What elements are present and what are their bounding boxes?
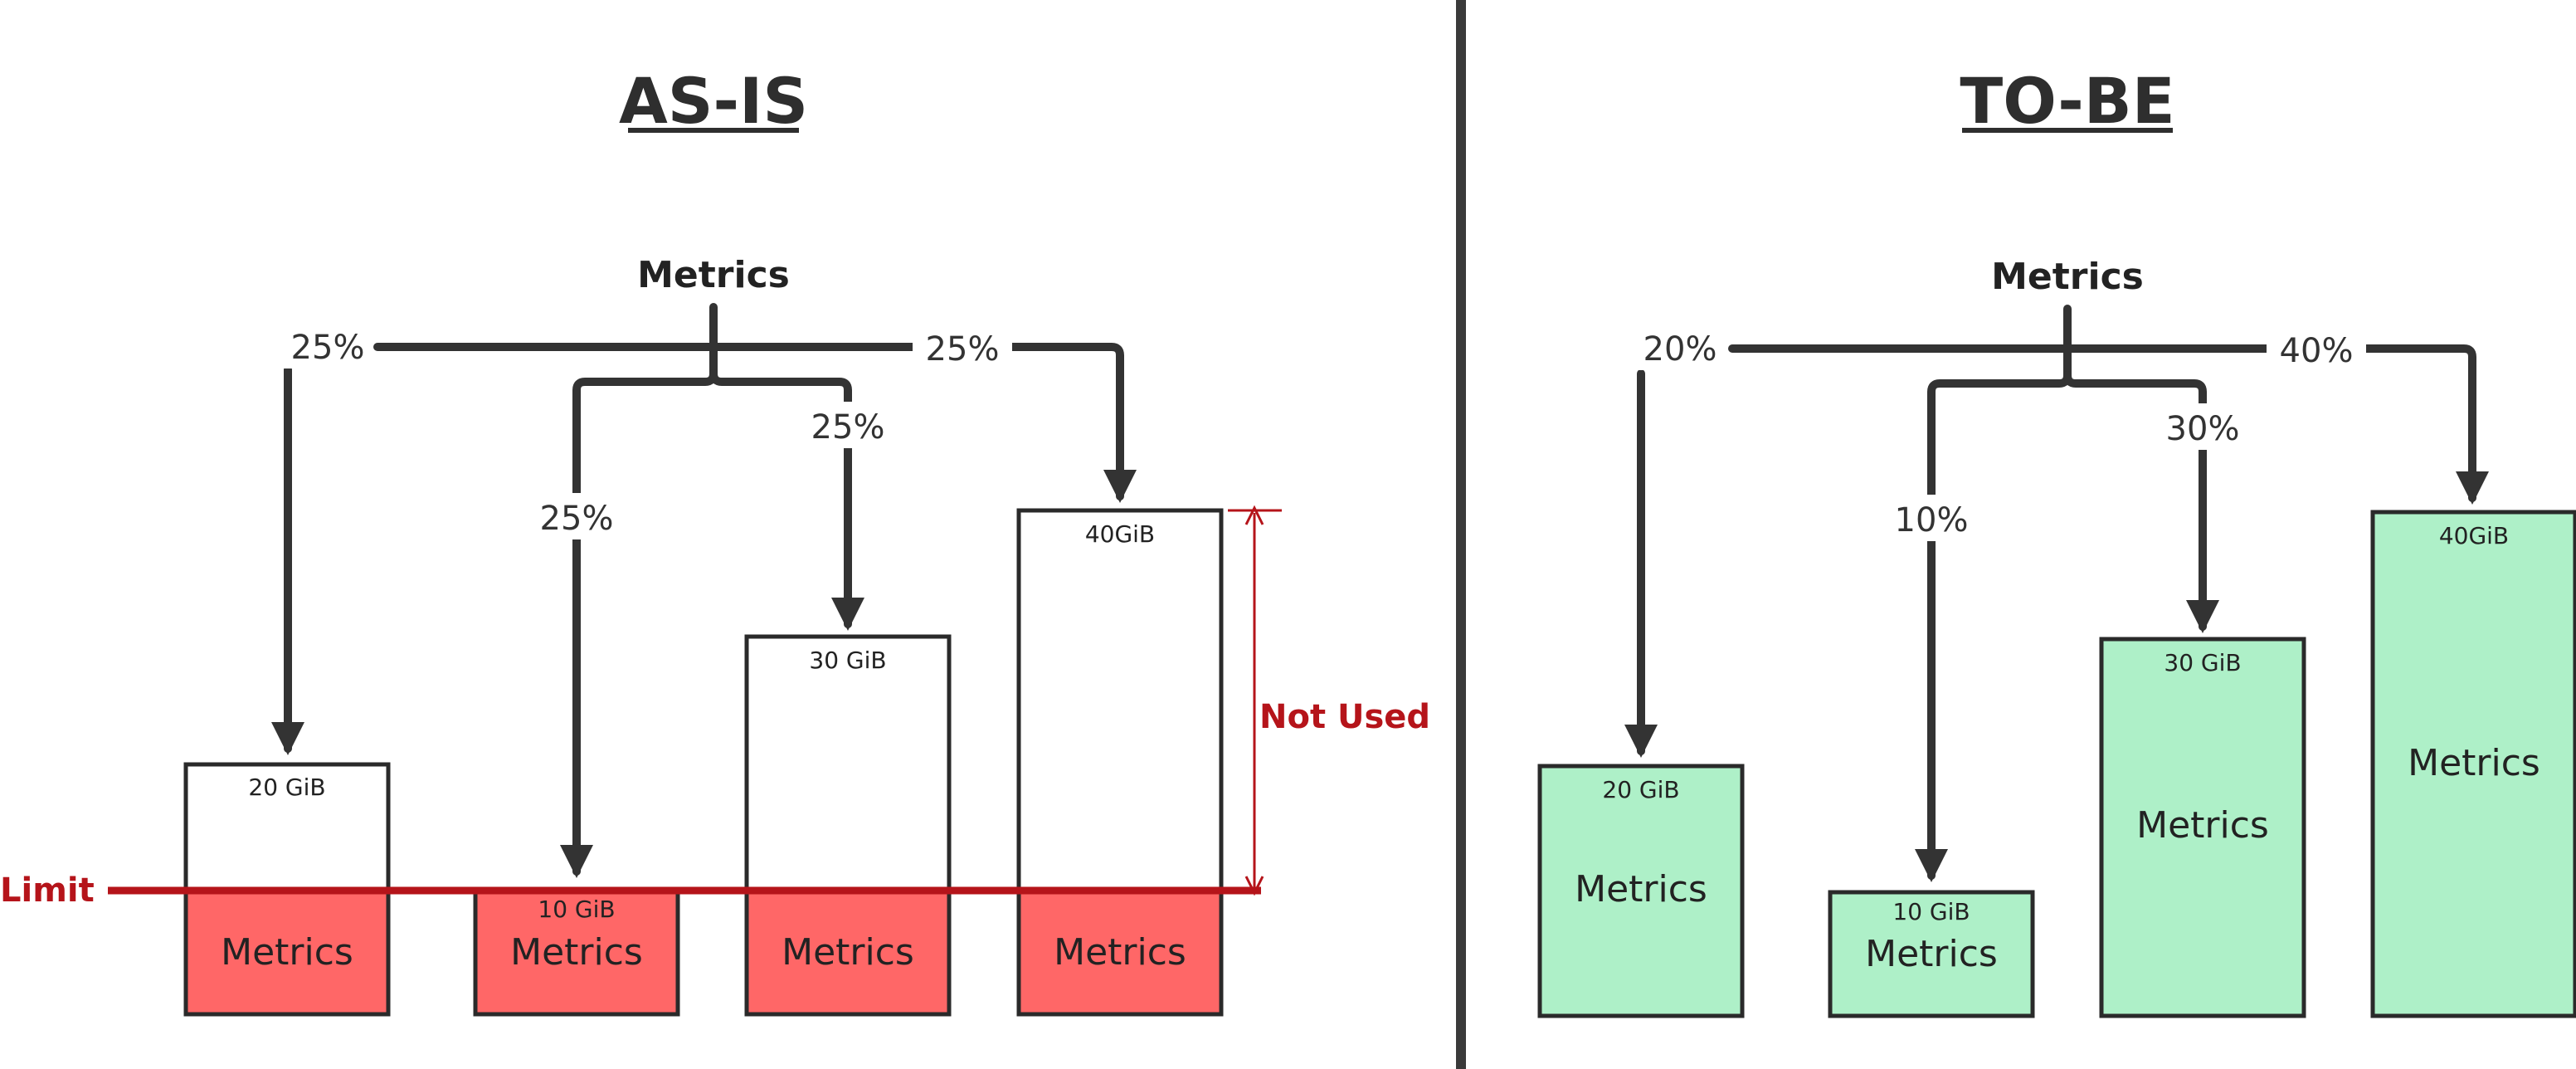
to-be-pct4-bg xyxy=(2267,325,2366,372)
to-be-root-label: Metrics xyxy=(1991,256,2144,298)
not-used-arrow-up xyxy=(1244,505,1264,525)
not-used-arrow-down xyxy=(1244,876,1264,896)
to-be-bar2-capacity-label: 10 GiB xyxy=(1892,898,1970,925)
to-be-pct-bar1: 20% xyxy=(1643,330,1717,369)
as-is-pct2-bg xyxy=(529,493,625,539)
as-is-branch-bar4 xyxy=(373,343,1137,503)
to-be-branch-bar3 xyxy=(2063,371,2219,633)
to-be-panel: TO-BE Metrics 20% 40% 30% 10% 20 GiB Met… xyxy=(1537,64,2576,1018)
to-be-bar4 xyxy=(2370,510,2576,1018)
not-used-label: Not Used xyxy=(1259,698,1430,736)
to-be-pct3-bg xyxy=(2155,403,2251,450)
to-be-bar1-usage-label: Metrics xyxy=(1575,868,1707,910)
to-be-pct-bar2: 10% xyxy=(1895,501,1969,539)
to-be-branch-bar2 xyxy=(1931,305,2072,876)
to-be-pct2-bg xyxy=(1883,495,1979,541)
as-is-bar4-usage-label: Metrics xyxy=(1054,931,1186,974)
to-be-bar1-capacity-label: 20 GiB xyxy=(1602,776,1679,803)
as-is-branch-bar2 xyxy=(577,303,718,871)
to-be-bar3-usage-label: Metrics xyxy=(2136,804,2269,847)
to-be-bar4-capacity-label: 40GiB xyxy=(2439,522,2509,549)
limit-label: Limit xyxy=(0,871,95,910)
as-is-bar2-usage-label: Metrics xyxy=(510,931,643,974)
as-is-bar3-usage xyxy=(744,887,952,1017)
to-be-title: TO-BE xyxy=(1960,64,2174,138)
to-be-bar2-usage-label: Metrics xyxy=(1865,933,1998,975)
to-be-pct-bar3: 30% xyxy=(2166,410,2240,448)
as-is-bar1-usage xyxy=(183,887,391,1017)
as-is-branch-bar3 xyxy=(709,369,864,631)
to-be-bar3 xyxy=(2099,637,2306,1018)
as-is-pct-bar3: 25% xyxy=(811,408,885,447)
as-is-bar1-capacity-label: 20 GiB xyxy=(248,774,325,801)
as-is-pct3-bg xyxy=(801,402,896,448)
to-be-bar1 xyxy=(1537,764,1745,1018)
as-is-root-label: Metrics xyxy=(637,254,790,296)
to-be-bar2 xyxy=(1828,890,2035,1018)
to-be-branch-bar4 xyxy=(1728,344,2489,505)
as-is-bar3-capacity-label: 30 GiB xyxy=(809,647,886,674)
as-is-bar1-usage-label: Metrics xyxy=(221,931,353,974)
as-is-pct1-bg xyxy=(282,322,373,369)
as-is-title: AS-IS xyxy=(619,64,808,138)
as-is-bar2-usage xyxy=(473,887,680,1017)
as-is-panel: AS-IS Metrics 25% 25% 25% 25% 20 GiB Met… xyxy=(0,64,1430,1017)
as-is-pct-bar2: 25% xyxy=(540,500,614,538)
as-is-pct4-bg xyxy=(913,324,1012,370)
as-is-pct-bar1: 25% xyxy=(291,329,365,367)
to-be-pct1-bg xyxy=(1630,324,1726,370)
to-be-pct-bar4: 40% xyxy=(2280,332,2354,370)
as-is-bar2-capacity-label: 10 GiB xyxy=(538,896,615,923)
to-be-bar3-capacity-label: 30 GiB xyxy=(2164,649,2241,676)
as-is-pct-bar4: 25% xyxy=(926,330,1000,369)
as-is-bar3-usage-label: Metrics xyxy=(782,931,914,974)
as-is-bar4-capacity-label: 40GiB xyxy=(1085,520,1155,548)
to-be-bar4-usage-label: Metrics xyxy=(2408,742,2540,784)
